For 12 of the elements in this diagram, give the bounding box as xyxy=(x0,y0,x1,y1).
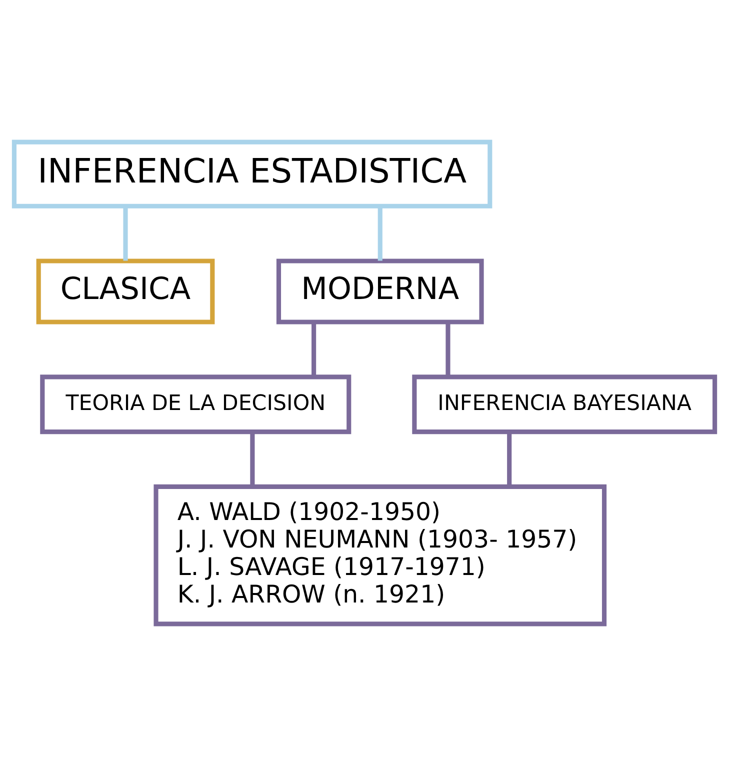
connector xyxy=(250,432,255,486)
connector xyxy=(123,206,128,261)
node-box: A. WALD (1902-1950) J. J. VON NEUMANN (1903- 1957) L. J. SAVAGE (1917-1971) K. J. ARROW (n. 1921) xyxy=(154,484,607,626)
connector xyxy=(378,206,382,261)
connector xyxy=(312,322,316,377)
connector xyxy=(446,322,450,377)
node-box: CLASICA xyxy=(36,258,215,324)
connector xyxy=(507,432,512,486)
node-box: TEORIA DE LA DECISION xyxy=(40,374,352,434)
node-box: INFERENCIA BAYESIANA xyxy=(412,374,718,434)
node-box: MODERNA xyxy=(276,258,484,324)
node-box: INFERENCIA ESTADISTICA xyxy=(12,140,492,208)
